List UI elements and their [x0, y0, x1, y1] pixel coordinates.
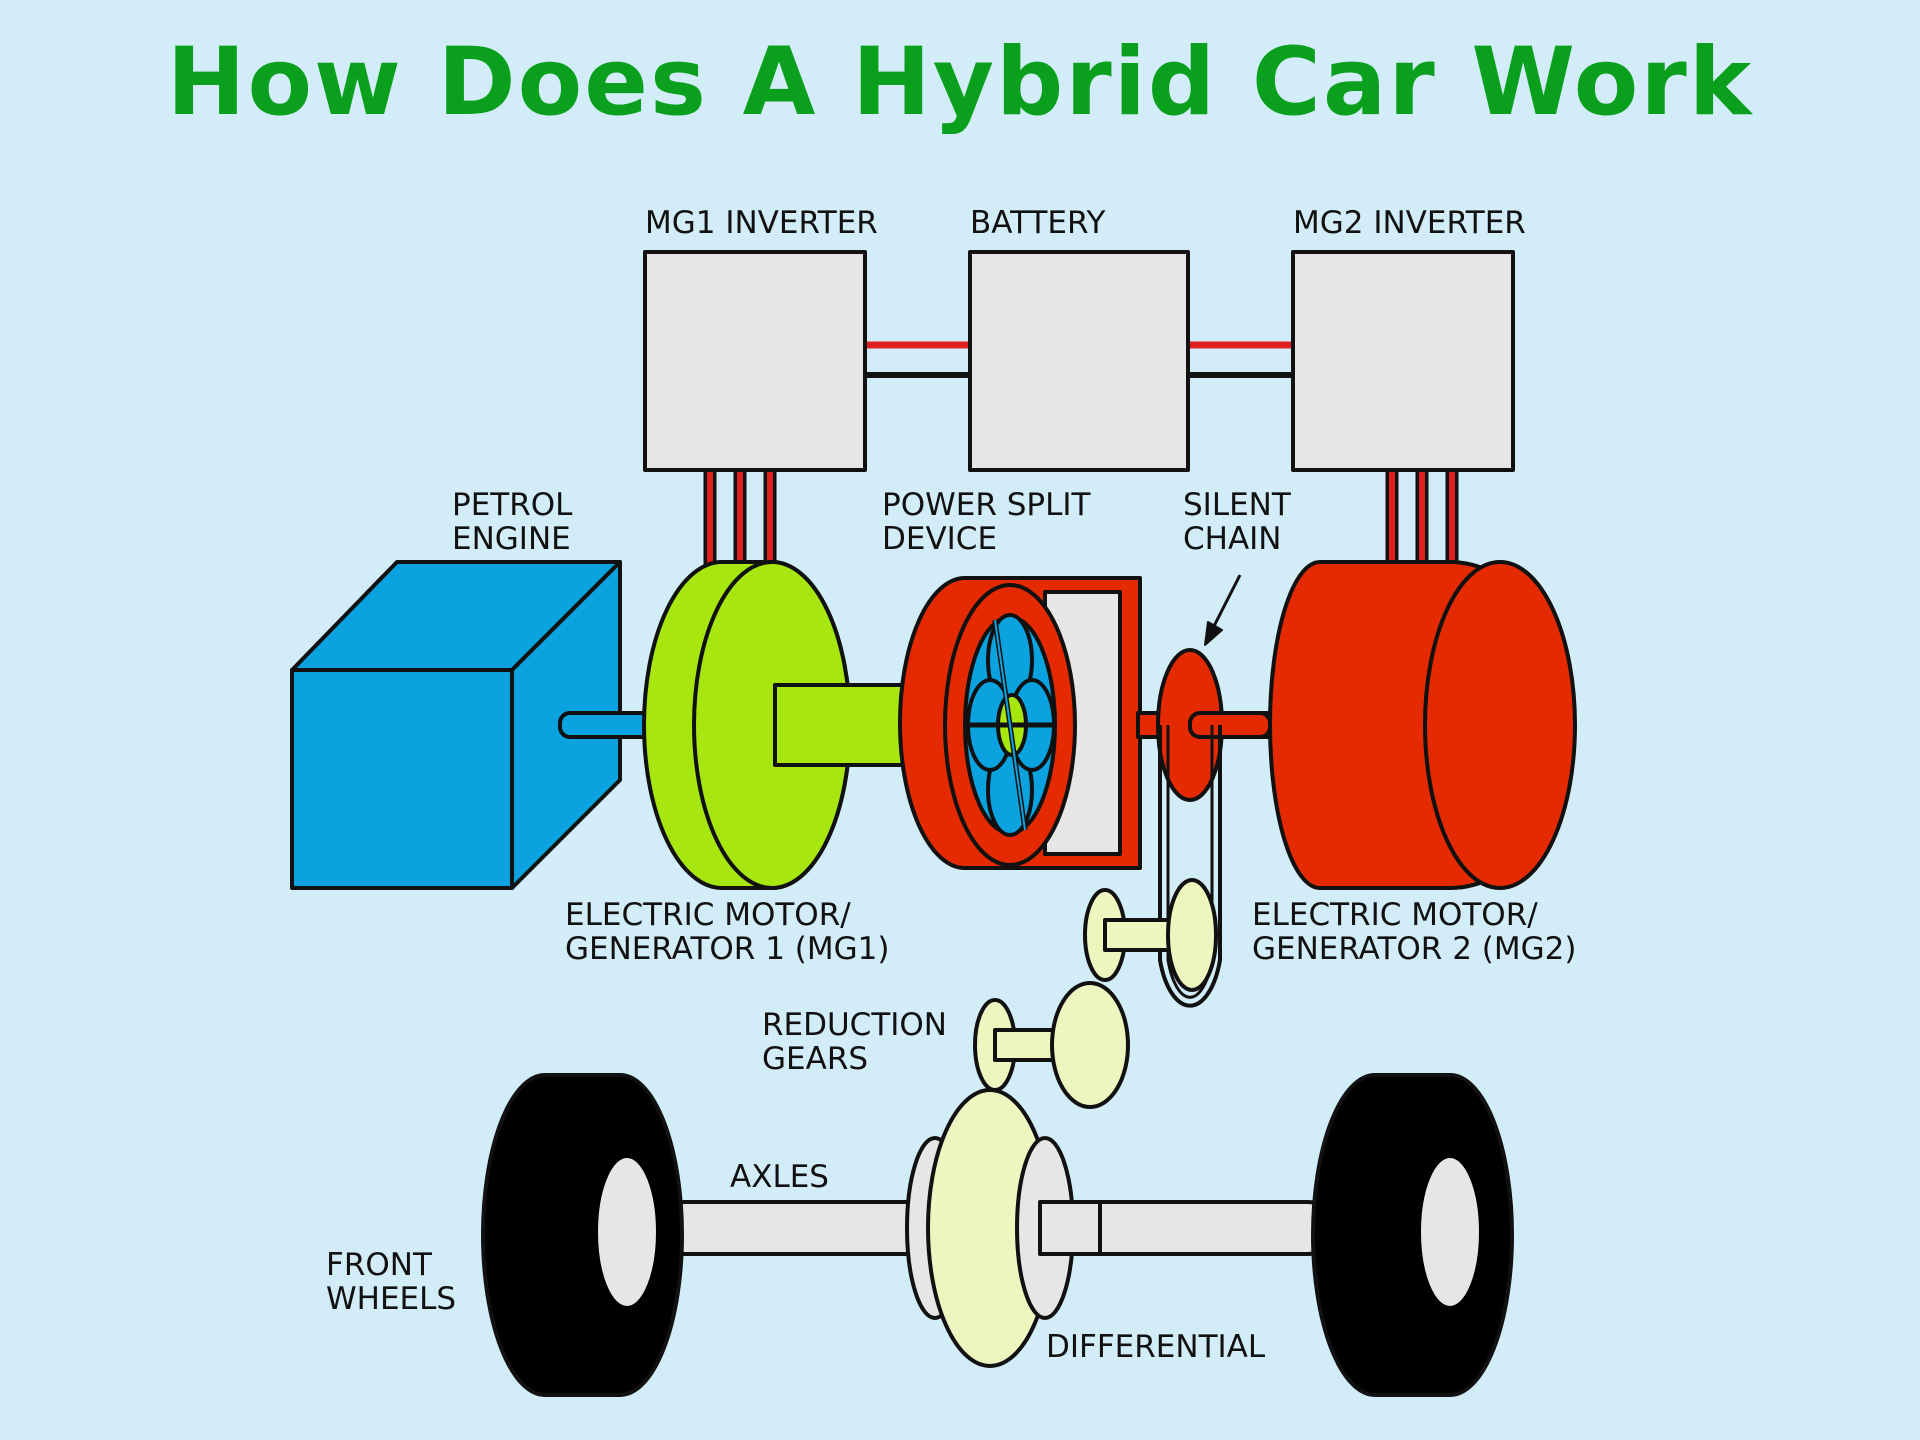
ac-wiring-mg2	[1385, 470, 1459, 565]
mg2-inverter-box	[1291, 250, 1515, 472]
battery-box	[968, 250, 1190, 472]
ac-wiring-mg1	[703, 470, 777, 565]
front-wheel-left	[481, 1073, 684, 1397]
differential-label: DIFFERENTIAL	[1046, 1329, 1266, 1365]
mg1-inverter-box	[643, 250, 867, 472]
mg1-label: ELECTRIC MOTOR/ GENERATOR 1 (MG1)	[565, 897, 890, 967]
petrol-engine-label: PETROL ENGINE	[452, 487, 573, 557]
silent-chain-arrow	[1204, 574, 1242, 646]
mg2-inverter-label: MG2 INVERTER	[1293, 205, 1526, 241]
mg1-motor-generator	[642, 560, 917, 890]
front-wheel-right	[1311, 1073, 1514, 1397]
mg2-motor-generator	[1268, 560, 1577, 890]
battery-label: BATTERY	[970, 205, 1106, 241]
front-wheels-label: FRONT WHEELS	[326, 1247, 457, 1317]
silent-chain-label: SILENT CHAIN	[1183, 487, 1291, 557]
axles-label: AXLES	[730, 1159, 829, 1195]
reduction-gears-label: REDUCTION GEARS	[762, 1007, 948, 1077]
page-title: How Does A Hybrid Car Work	[166, 28, 1754, 137]
power-split-device	[898, 576, 1142, 870]
differential	[905, 1088, 1102, 1368]
mg2-label: ELECTRIC MOTOR/ GENERATOR 2 (MG2)	[1252, 897, 1577, 967]
dc-wiring	[865, 341, 1293, 378]
mg1-inverter-label: MG1 INVERTER	[645, 205, 878, 241]
reduction-gears	[973, 878, 1218, 1109]
power-split-label: POWER SPLIT DEVICE	[882, 487, 1091, 557]
